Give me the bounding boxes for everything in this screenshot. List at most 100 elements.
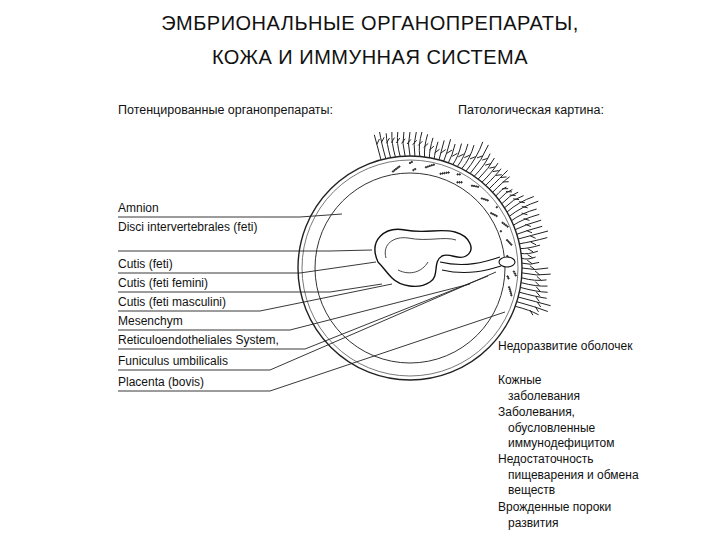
stipple-dot xyxy=(507,276,508,277)
leader-lines xyxy=(118,214,505,391)
chorion-villus xyxy=(486,169,502,186)
chorion-villus xyxy=(453,144,464,165)
stipple-dot xyxy=(513,271,514,272)
chorion-villus xyxy=(482,163,499,182)
stipple-dot xyxy=(397,167,398,168)
chorion-villus xyxy=(515,306,538,315)
stipple-dot xyxy=(502,222,503,223)
chorion-villus xyxy=(518,231,548,239)
stipple-dot xyxy=(496,215,497,216)
chorion-villus xyxy=(386,133,390,157)
stipple-dot xyxy=(510,291,511,292)
stipple-dot xyxy=(514,273,515,274)
stipple-dot xyxy=(444,172,445,173)
chorion-villus xyxy=(391,132,395,157)
stipple-dot xyxy=(485,199,486,200)
chorion-villus xyxy=(522,257,536,264)
leader-line xyxy=(118,276,488,349)
stipple-dot xyxy=(399,166,400,167)
stipple-dot xyxy=(494,214,495,215)
chorion-villus xyxy=(520,245,540,252)
stipple-dot xyxy=(413,169,414,170)
chorion-villus xyxy=(517,302,548,312)
chorion-villus xyxy=(470,145,488,174)
stipple-dot xyxy=(427,166,428,167)
stipple-dot xyxy=(510,293,511,294)
stipple-dot xyxy=(415,168,416,169)
stipple-dot xyxy=(475,186,476,187)
leader-line xyxy=(118,312,505,391)
chorion-villus xyxy=(474,154,491,177)
chorion-villus xyxy=(413,132,417,156)
stipple-dot xyxy=(409,162,410,163)
stipple-dot xyxy=(440,173,441,174)
stipple-dot xyxy=(459,174,460,175)
stipple-dot xyxy=(496,207,497,208)
chorion-villus xyxy=(518,297,550,307)
chorion-villus xyxy=(418,132,422,156)
preparation-label: Amnion xyxy=(118,201,268,216)
chorion-villus xyxy=(374,135,381,160)
chorion-villus xyxy=(434,142,439,159)
stipple-dot xyxy=(425,167,426,168)
chorion-villus xyxy=(519,238,547,245)
chorion-villus xyxy=(424,134,429,157)
stipple-dot xyxy=(506,240,507,241)
preparation-label: Reticuloendotheliales System, xyxy=(118,333,279,348)
chorion-villus xyxy=(515,220,541,230)
preparation-label: Cutis (feti masculini) xyxy=(118,295,226,310)
chorion-villus xyxy=(521,283,548,292)
stipple-dot xyxy=(394,170,395,171)
pathology-item: Заболевания, обусловленные иммунодефицит… xyxy=(498,405,643,452)
stipple-dot xyxy=(448,172,449,173)
chorion-villus xyxy=(429,138,434,158)
chorion-villus xyxy=(396,132,400,156)
pathology-item: Недостаточность пищеварения и обмена вещ… xyxy=(498,452,643,499)
amnion-outline xyxy=(315,173,505,363)
stipple-dot xyxy=(492,213,493,214)
chorion-villus xyxy=(402,132,406,156)
stipple-dot xyxy=(487,200,488,201)
stipple-dot xyxy=(508,287,509,288)
stipple-dot xyxy=(459,182,460,183)
chorion-villus xyxy=(478,158,495,179)
preparation-label: Disci intervertebrales (feti) xyxy=(118,220,268,235)
umbilical-stalk xyxy=(440,257,501,273)
stipple-dot xyxy=(473,185,474,186)
preparation-label: Cutis (feti) xyxy=(118,257,173,272)
stipple-dot xyxy=(504,223,505,224)
chorion-villus xyxy=(407,132,411,156)
stipple-dot xyxy=(457,174,458,175)
embryo-detail xyxy=(385,238,456,273)
stipple-dot xyxy=(446,172,447,173)
chorion-villus xyxy=(522,278,547,286)
chorion-villus xyxy=(502,192,519,204)
leader-line xyxy=(118,272,496,370)
chorion-villus xyxy=(466,142,483,171)
preparation-label: Mesenchym xyxy=(118,314,183,329)
chorion-villus xyxy=(462,145,476,169)
chorion-villus xyxy=(520,287,547,296)
stipple-dot xyxy=(505,225,506,226)
stipple-dot xyxy=(491,213,492,214)
stalk-end xyxy=(499,257,515,267)
stipple-dot xyxy=(483,198,484,199)
preparation-label: Placenta (bovis) xyxy=(118,375,204,390)
leader-line xyxy=(118,250,372,251)
stipple-dot xyxy=(508,278,509,279)
stipple-dot xyxy=(395,168,396,169)
stipple-dot xyxy=(411,161,412,162)
stipple-dot xyxy=(509,242,510,243)
stipple-dot xyxy=(477,186,478,187)
stipple-dot xyxy=(392,171,393,172)
pathology-item: Кожные заболевания xyxy=(498,373,608,404)
stipple-dot xyxy=(509,289,510,290)
stipple-dot xyxy=(515,275,516,276)
stipple-dot xyxy=(511,244,512,245)
embryo-body xyxy=(375,229,471,286)
chorion-villus xyxy=(439,140,446,159)
chorion-villus xyxy=(514,214,540,225)
column-heading: Потенцированные органопрепараты: xyxy=(118,103,333,118)
chorion-villus xyxy=(380,132,386,159)
